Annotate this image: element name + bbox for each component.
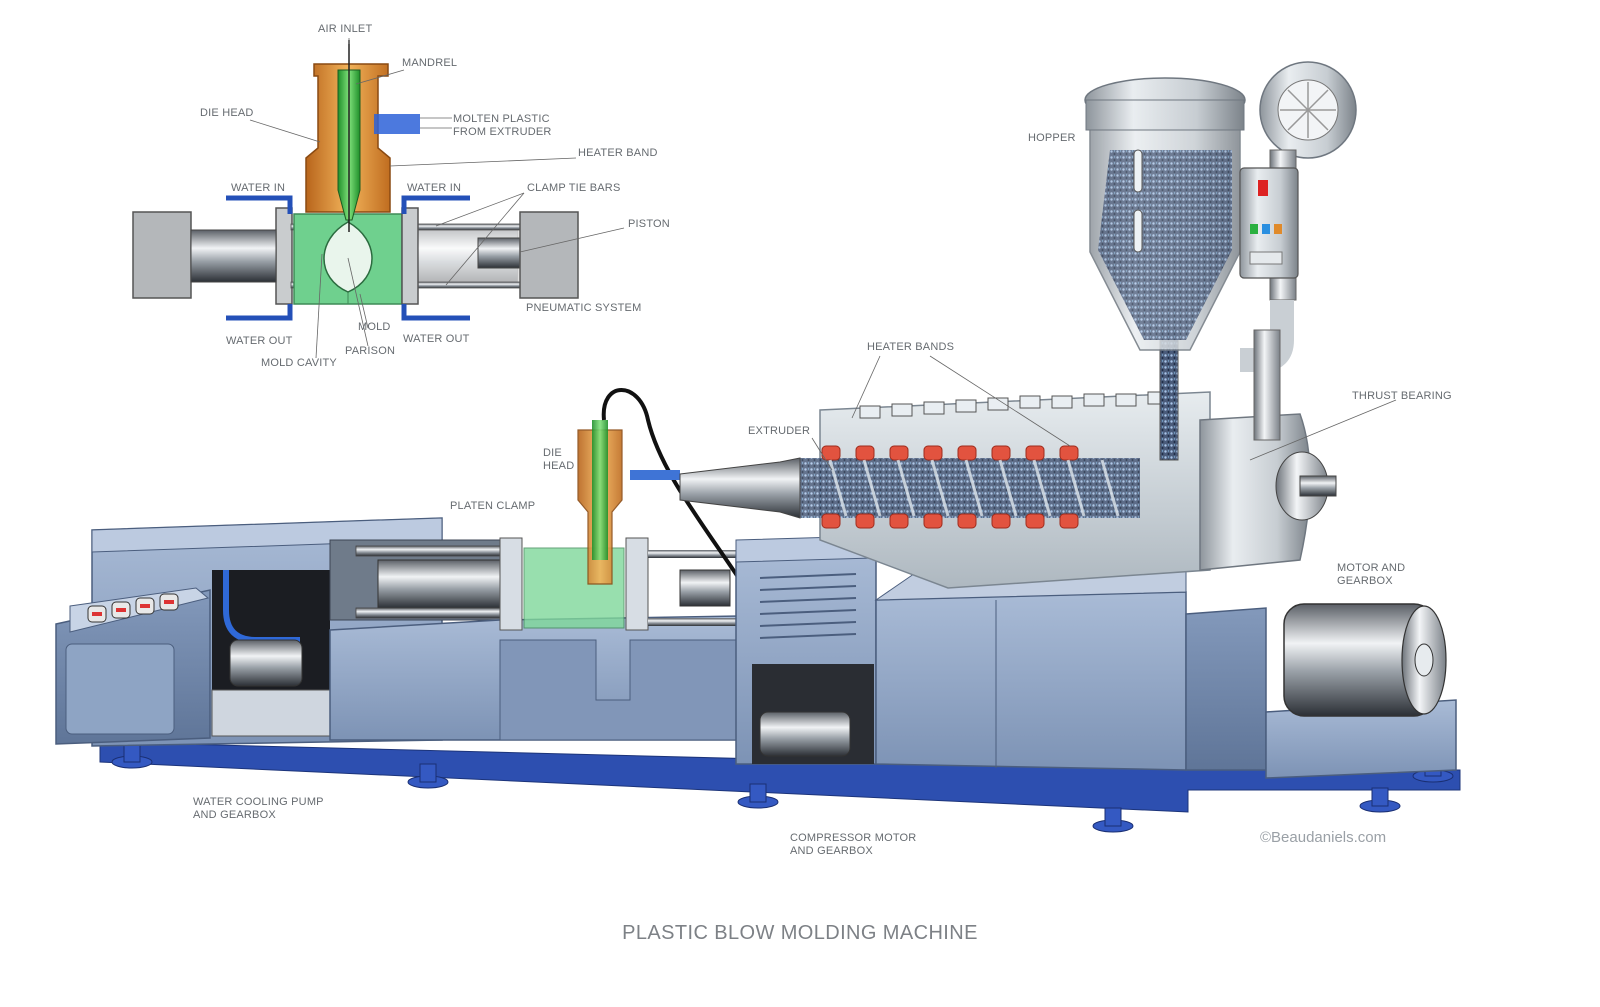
water-cooling-pump bbox=[229, 639, 303, 687]
copyright: ©Beaudaniels.com bbox=[1260, 829, 1387, 846]
label-die-head: DIE HEAD bbox=[200, 107, 254, 119]
label-water-in-right: WATER IN bbox=[407, 182, 462, 194]
label-platen-clamp: PLATEN CLAMP bbox=[450, 500, 536, 512]
main-leader-lines bbox=[811, 355, 1397, 471]
label-mandrel: MANDREL bbox=[402, 57, 458, 69]
main-machine bbox=[55, 61, 1461, 833]
left-piston-rod bbox=[190, 229, 277, 283]
molten-plastic-inlet bbox=[374, 114, 420, 134]
extruder-screw bbox=[800, 458, 1140, 518]
inset-leader-lines bbox=[249, 38, 625, 359]
left-platen bbox=[275, 207, 293, 305]
tie-bar-lower bbox=[355, 607, 507, 619]
right-platen bbox=[401, 207, 419, 305]
piston bbox=[477, 237, 521, 269]
melt-feed-pipe bbox=[630, 470, 680, 480]
heater-band-indicators bbox=[859, 391, 1169, 419]
platen-piston bbox=[679, 569, 731, 607]
clamp-cylinder bbox=[377, 559, 507, 609]
right-clamp-block bbox=[519, 211, 579, 299]
water-in-left-pipe bbox=[226, 195, 293, 214]
label-molten-plastic: MOLTEN PLASTIC FROM EXTRUDER bbox=[453, 113, 552, 138]
label-thrust-bearing: THRUST BEARING bbox=[1352, 390, 1452, 402]
label-compressor: COMPRESSOR MOTOR AND GEARBOX bbox=[790, 832, 917, 857]
label-mold: MOLD bbox=[358, 321, 391, 333]
label-water-cooling-pump: WATER COOLING PUMP AND GEARBOX bbox=[193, 796, 324, 821]
label-clamp-tie-bars: CLAMP TIE BARS bbox=[527, 182, 621, 194]
label-heater-bands: HEATER BANDS bbox=[867, 341, 955, 353]
control-panel-dials bbox=[87, 593, 179, 623]
main-cabinet bbox=[875, 591, 1187, 771]
vent-louvers bbox=[759, 573, 857, 639]
platen-left bbox=[499, 537, 523, 631]
water-in-right-pipe bbox=[401, 195, 470, 214]
label-hopper: HOPPER bbox=[1028, 132, 1076, 144]
label-pneumatic-system: PNEUMATIC SYSTEM bbox=[526, 302, 642, 314]
page-title: PLASTIC BLOW MOLDING MACHINE bbox=[622, 922, 978, 944]
left-clamp-block bbox=[132, 211, 192, 299]
dryer-control-box bbox=[1239, 167, 1299, 279]
label-water-out-left: WATER OUT bbox=[226, 335, 293, 347]
tie-bar-upper bbox=[355, 545, 507, 557]
water-out-left-pipe bbox=[226, 304, 293, 321]
label-parison: PARISON bbox=[345, 345, 396, 357]
label-piston: PISTON bbox=[628, 218, 670, 230]
machine-feet bbox=[111, 743, 1454, 833]
air-hose bbox=[601, 388, 742, 582]
blower-fan bbox=[1280, 82, 1336, 138]
extruder-nozzle bbox=[679, 457, 801, 519]
label-heater-band: HEATER BAND bbox=[578, 147, 658, 159]
compressor-motor bbox=[759, 711, 851, 757]
label-die-head-machine: DIE HEAD bbox=[543, 447, 575, 472]
label-water-out-right: WATER OUT bbox=[403, 333, 470, 345]
label-water-in-left: WATER IN bbox=[231, 182, 286, 194]
parison bbox=[323, 221, 373, 293]
label-motor-gearbox: MOTOR AND GEARBOX bbox=[1337, 562, 1406, 587]
label-mold-cavity: MOLD CAVITY bbox=[261, 357, 337, 369]
water-out-right-pipe bbox=[401, 304, 470, 321]
inset-blow-molding-diagram bbox=[132, 38, 625, 359]
heater-bands bbox=[821, 445, 1079, 529]
label-air-inlet: AIR INLET bbox=[318, 23, 373, 35]
label-extruder: EXTRUDER bbox=[748, 425, 811, 437]
platen-right bbox=[625, 537, 649, 631]
die-head-mandrel bbox=[592, 420, 608, 560]
